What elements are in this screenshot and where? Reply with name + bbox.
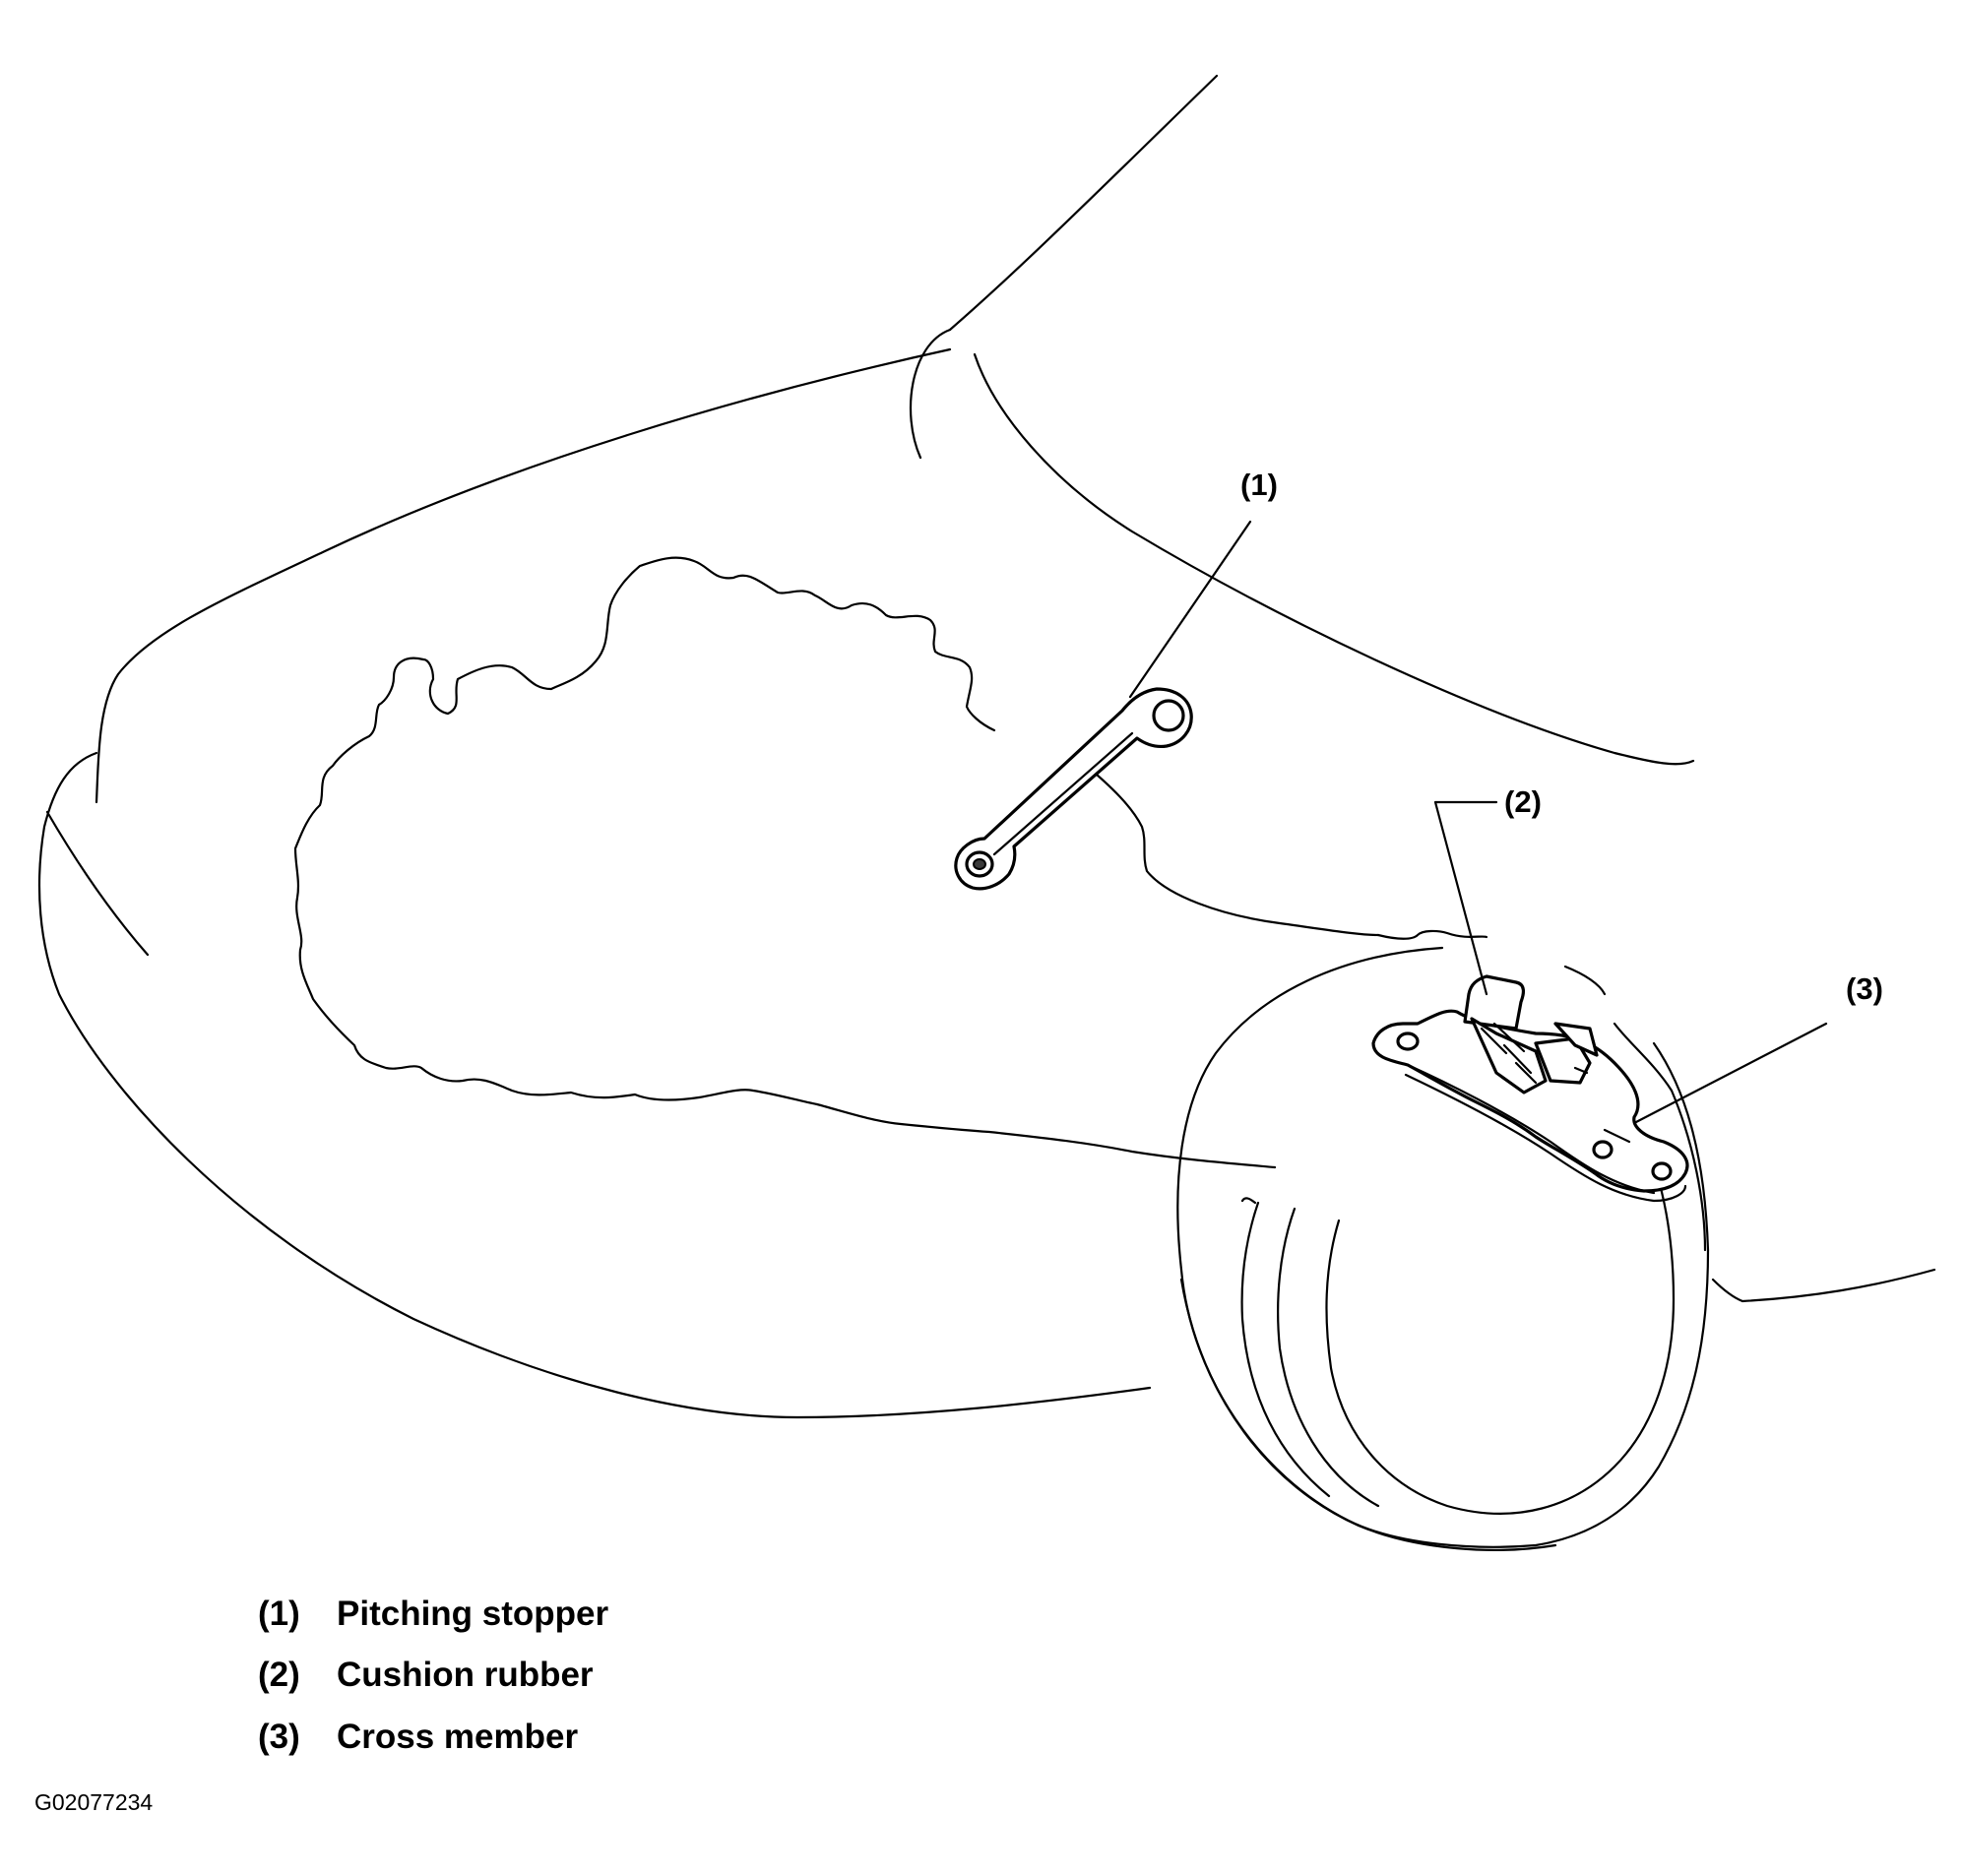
legend-text: Cross member xyxy=(337,1718,579,1756)
vehicle-body-outline xyxy=(37,74,1936,1419)
legend-num: (1) xyxy=(258,1595,300,1633)
legend-num: (3) xyxy=(258,1718,300,1756)
callout-1: (1) xyxy=(1240,468,1278,502)
engine-silhouette xyxy=(293,556,1488,1169)
callout-3: (3) xyxy=(1846,971,1883,1006)
legend-num: (2) xyxy=(258,1656,300,1694)
cross-member-part xyxy=(1371,974,1689,1203)
legend-text: Pitching stopper xyxy=(337,1595,609,1633)
callout-2: (2) xyxy=(1504,784,1542,819)
legend-text: Cushion rubber xyxy=(337,1656,594,1694)
front-tire xyxy=(1176,946,1710,1551)
leader-lines xyxy=(1128,520,1828,1124)
figure-id: G02077234 xyxy=(34,1789,154,1815)
pitching-stopper-part xyxy=(954,687,1193,891)
